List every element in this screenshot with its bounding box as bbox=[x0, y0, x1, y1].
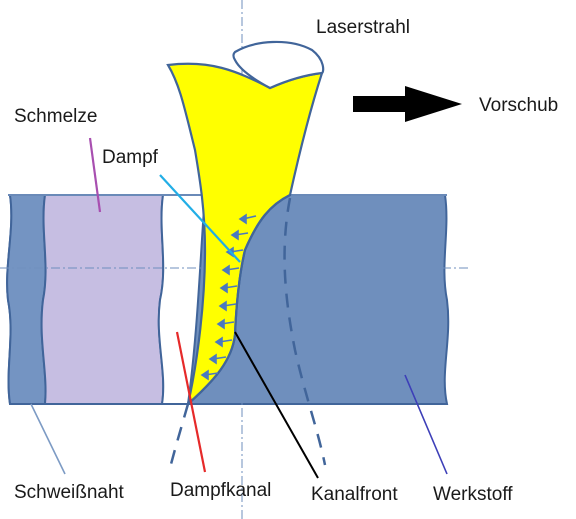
vapor-arrow-icon bbox=[238, 213, 257, 225]
vapor-arrow-icon bbox=[214, 336, 233, 348]
rear-dashed-curve bbox=[168, 403, 190, 469]
melt-region bbox=[40, 194, 165, 405]
front-dashed-curve bbox=[283, 197, 327, 466]
melt-leader-line bbox=[88, 137, 102, 213]
vapor-channel-leader-line bbox=[175, 331, 207, 473]
laser-beam-opening bbox=[232, 40, 325, 90]
label-melt: Schmelze bbox=[14, 106, 97, 127]
label-laser-beam: Laserstrahl bbox=[316, 17, 410, 38]
weld-seam-strip bbox=[6, 194, 47, 405]
vapor-arrow-icon bbox=[221, 264, 240, 276]
vapor-arrow-icon bbox=[208, 353, 227, 365]
channel-front-leader-line bbox=[234, 331, 319, 479]
feed-arrow-icon bbox=[353, 86, 462, 122]
label-vapor: Dampf bbox=[102, 147, 159, 168]
weld-seam-leader-line bbox=[30, 403, 66, 475]
channel-front-wall bbox=[187, 194, 291, 405]
label-channel-front: Kanalfront bbox=[311, 484, 398, 505]
label-weld-seam: Schweißnaht bbox=[14, 482, 125, 503]
vapor-arrow-icon bbox=[216, 318, 235, 330]
label-workpiece: Werkstoff bbox=[433, 484, 513, 505]
vapor-arrow-icon bbox=[219, 282, 238, 294]
label-vapor-channel: Dampfkanal bbox=[170, 480, 271, 501]
workpiece-leader-line bbox=[404, 374, 448, 475]
vapor-arrow-icon bbox=[218, 300, 237, 312]
vapor-arrow-icon bbox=[200, 369, 219, 381]
label-feed: Vorschub bbox=[479, 95, 558, 116]
vapor-arrow-icon bbox=[230, 229, 249, 241]
vapor-leader-line bbox=[159, 174, 241, 263]
